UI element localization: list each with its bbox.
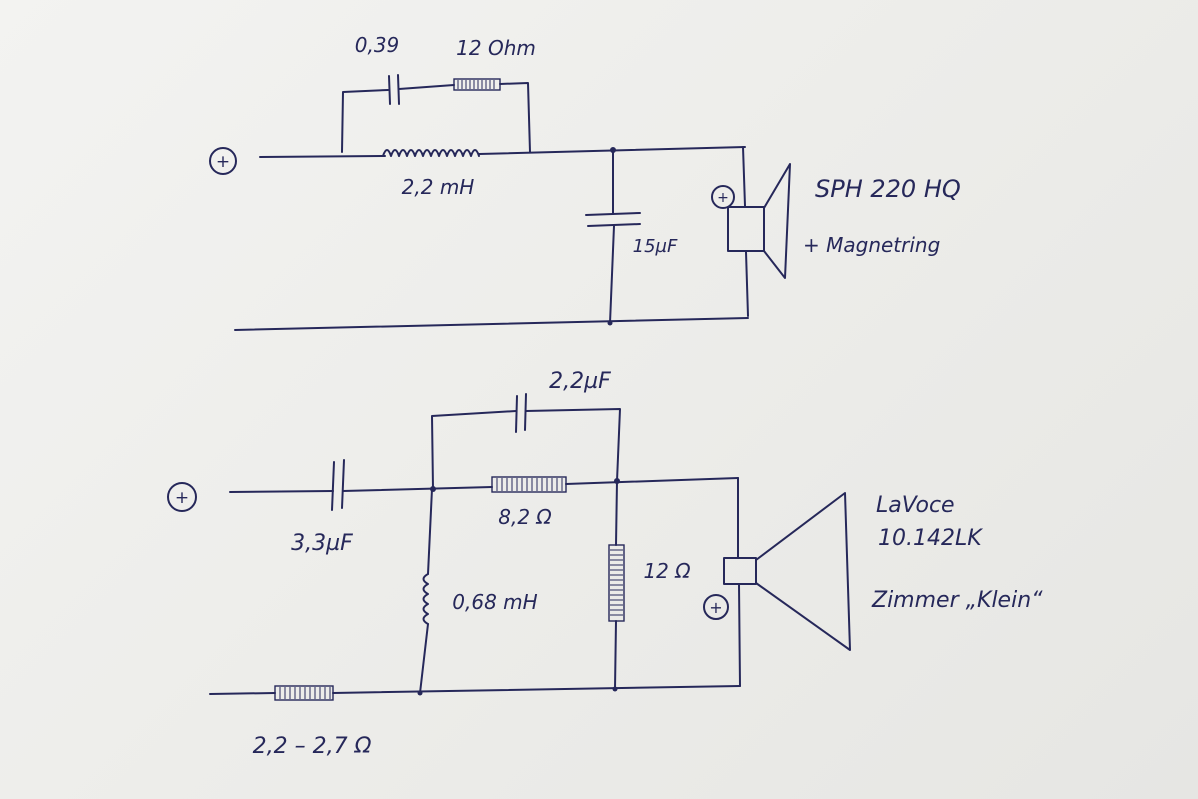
bottom-driver-wire-lower — [738, 583, 741, 687]
top-series-resistor — [453, 78, 501, 91]
bottom-main-wire-right — [565, 477, 739, 485]
top-return-node — [607, 320, 613, 326]
bottom-main-wire-left — [229, 490, 334, 493]
bottom-shunt-resistor-wire-upper — [615, 480, 618, 546]
top-driver-model: SPH 220 HQ — [815, 175, 961, 203]
bottom-bypass-capacitor — [515, 393, 527, 433]
top-driver-polarity-mark: + — [711, 185, 735, 209]
bottom-main-wire-mid — [342, 486, 493, 492]
bottom-return-resistor — [274, 685, 334, 701]
bottom-speaker-driver — [723, 492, 851, 651]
bottom-return-resistor-label: 2,2 – 2,7 Ω — [253, 734, 372, 759]
bottom-driver-model: 10.142LK — [878, 526, 983, 551]
top-input-terminal-sign: + — [216, 152, 230, 172]
bottom-driver-brand: LaVoce — [876, 493, 955, 518]
bottom-series-capacitor-label: 3,3µF — [291, 531, 353, 556]
top-speaker-driver — [727, 163, 791, 279]
top-series-capacitor — [388, 74, 400, 105]
bottom-shunt-resistor — [608, 544, 625, 622]
top-driver-polarity-sign: + — [717, 190, 729, 206]
bottom-shunt-inductor — [422, 573, 429, 625]
bottom-series-resistor — [491, 476, 567, 493]
top-series-inductor-label: 2,2 mH — [402, 175, 475, 199]
bottom-circuit: + 3,3µF 8,2 Ω 2,2µF 0,68 mH — [167, 369, 1043, 759]
top-shunt-capacitor-label: 15µF — [633, 236, 678, 257]
bottom-driver-note: Zimmer „Klein“ — [871, 588, 1043, 613]
top-circuit: + 2,2 mH 0,39 12 Ohm 15µF — [209, 33, 961, 331]
top-driver-note: + Magnetring — [803, 233, 940, 257]
bottom-shunt-inductor-label: 0,68 mH — [452, 590, 537, 614]
bottom-bypass-wire-left — [431, 410, 517, 490]
top-main-wire-left — [259, 155, 386, 158]
bottom-shunt-resistor-wire-lower — [614, 620, 617, 690]
bottom-driver-polarity-sign: + — [709, 598, 722, 617]
top-input-terminal: + — [209, 147, 237, 175]
top-bypass-wire-left — [341, 89, 389, 153]
top-series-resistor-label: 12 Ohm — [456, 36, 536, 60]
bottom-series-capacitor — [331, 459, 345, 511]
bottom-return-node-right — [612, 686, 618, 692]
bottom-shunt-resistor-label: 12 Ω — [643, 559, 691, 583]
top-driver-wire-upper — [742, 146, 746, 207]
bottom-return-wire-right — [332, 685, 741, 694]
bottom-input-terminal-sign: + — [175, 488, 189, 508]
top-return-wire — [234, 317, 749, 331]
top-bypass-wire-mid — [398, 84, 455, 90]
bottom-series-resistor-label: 8,2 Ω — [498, 505, 552, 529]
bottom-return-node-left — [417, 690, 423, 696]
top-shunt-capacitor — [585, 212, 641, 227]
bottom-bypass-capacitor-label: 2,2µF — [549, 369, 611, 394]
bottom-return-wire-left — [209, 692, 276, 695]
top-series-inductor — [382, 149, 480, 157]
bottom-shunt-inductor-wire-upper — [427, 488, 433, 575]
top-driver-wire-lower — [745, 251, 749, 317]
bottom-driver-polarity-mark: + — [703, 594, 729, 620]
bottom-shunt-inductor-wire-lower — [419, 623, 429, 694]
top-series-capacitor-label: 0,39 — [355, 33, 400, 57]
bottom-input-terminal: + — [167, 482, 197, 512]
bottom-bypass-wire-right — [525, 408, 621, 482]
top-bypass-wire-right — [499, 82, 531, 153]
top-shunt-wire-lower — [609, 225, 615, 324]
